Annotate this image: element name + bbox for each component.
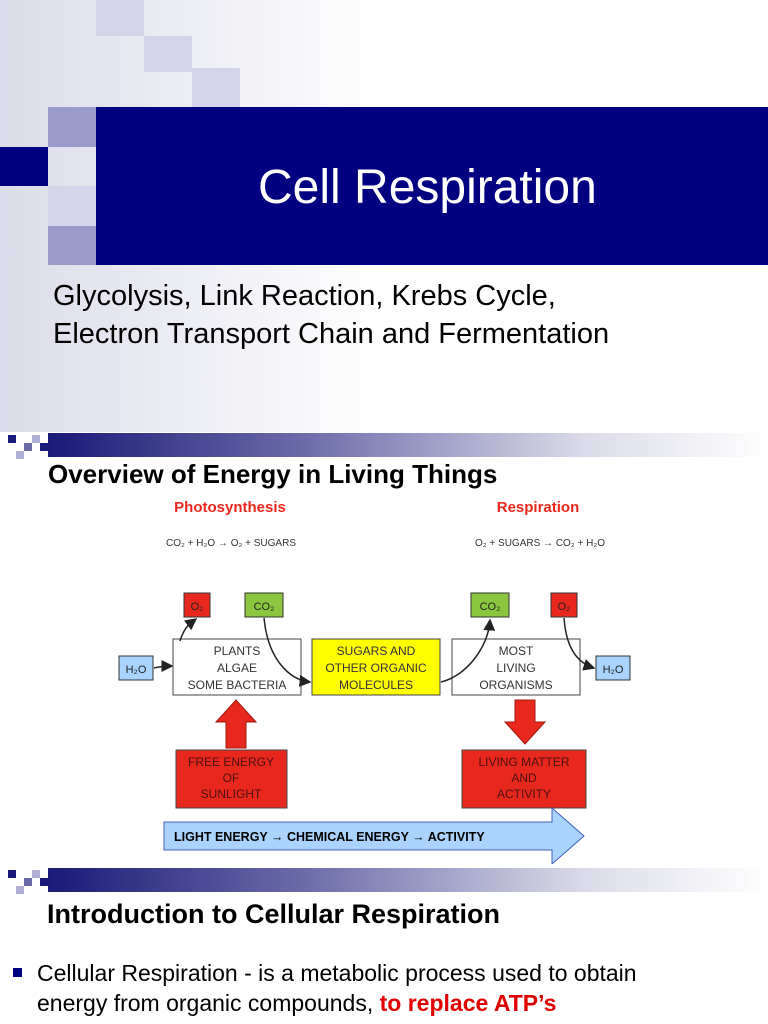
organisms-box-line-2: LIVING (496, 661, 535, 675)
h2o-label-left: H₂O (126, 664, 147, 676)
bullet-line-2-text: energy from organic compounds, (37, 990, 380, 1016)
sugars-box-line-3: MOLECULES (339, 678, 413, 692)
red-arrow-down (503, 699, 547, 745)
organisms-box-line-1: MOST (499, 644, 534, 658)
header-gradient-bar (48, 433, 768, 457)
header-gradient-bar (48, 868, 768, 892)
plants-box (172, 638, 302, 696)
co2-box-right (470, 592, 510, 618)
energy-flow-label: LIGHT ENERGY → CHEMICAL ENERGY → ACTIVIT… (174, 830, 485, 844)
decor-square (96, 0, 144, 36)
plants-box-line-1: PLANTS (214, 644, 261, 658)
sugars-box (311, 638, 441, 696)
decor-square (8, 870, 16, 878)
free-energy-line-1: FREE ENERGY (188, 755, 274, 769)
slide-title: Cell Respiration (258, 161, 597, 214)
intro-heading: Introduction to Cellular Respiration (47, 899, 501, 929)
sugars-box-line-2: OTHER ORGANIC (325, 661, 427, 675)
decor-square (16, 886, 24, 894)
bullet-line-1: Cellular Respiration - is a metabolic pr… (37, 960, 637, 986)
slide-header-strip (0, 868, 768, 894)
decor-square (32, 870, 40, 878)
free-energy-line-2: OF (223, 771, 240, 785)
respiration-label: Respiration (497, 499, 580, 516)
organisms-box (451, 638, 581, 696)
decor-square (144, 36, 192, 72)
decor-square (192, 68, 240, 107)
decor-square (40, 443, 48, 451)
decor-square (24, 878, 32, 886)
o2-label-left: O₂ (191, 601, 204, 613)
h2o-box-right (595, 655, 631, 681)
bullet-icon (13, 968, 22, 977)
plants-box-line-2: ALGAE (217, 661, 257, 675)
decor-square (8, 435, 16, 443)
o2-label-right: O₂ (558, 601, 571, 613)
bullet-line-2: energy from organic compounds, to replac… (37, 990, 556, 1017)
h2o-box-left (118, 655, 154, 681)
living-matter-line-2: AND (511, 771, 537, 785)
photosynthesis-equation: CO₂ + H₂O → O₂ + SUGARS (166, 538, 296, 549)
subtitle-line-1: Glycolysis, Link Reaction, Krebs Cycle, (53, 280, 556, 312)
living-matter-line-1: LIVING MATTER (478, 755, 569, 769)
decor-square (32, 435, 40, 443)
title-slide: Cell Respiration Glycolysis, Link Reacti… (0, 0, 768, 432)
decor-square (16, 451, 24, 459)
free-energy-line-3: SUNLIGHT (201, 787, 262, 801)
living-matter-box (461, 749, 587, 809)
slide-header-strip (0, 433, 768, 459)
decor-square (40, 878, 48, 886)
subtitle-line-2: Electron Transport Chain and Fermentatio… (53, 318, 610, 350)
living-matter-line-3: ACTIVITY (497, 787, 551, 801)
energy-overview-diagram: Photosynthesis Respiration CO₂ + H₂O → O… (118, 499, 631, 864)
co2-box-left (244, 592, 284, 618)
co2-label-right: CO₂ (480, 601, 501, 613)
bullet-highlight: to replace ATP’s (379, 990, 557, 1016)
respiration-equation: O₂ + SUGARS → CO₂ + H₂O (475, 538, 605, 549)
o2-box-left (183, 592, 211, 618)
decor-square (24, 443, 32, 451)
title-band (96, 107, 768, 265)
free-energy-box (175, 749, 288, 809)
plants-box-line-3: SOME BACTERIA (188, 678, 287, 692)
organisms-box-line-3: ORGANISMS (479, 678, 552, 692)
overview-heading: Overview of Energy in Living Things (48, 459, 498, 489)
sugars-box-line-1: SUGARS AND (337, 644, 416, 658)
decor-square (48, 107, 96, 147)
curve-arrow-plants-to-o2 (179, 618, 198, 642)
co2-label-left: CO₂ (254, 601, 275, 613)
curve-arrow-sugars-to-organisms (440, 618, 496, 683)
photosynthesis-label: Photosynthesis (174, 499, 286, 516)
curve-arrow-o2-to-h2o (563, 617, 596, 671)
title-band-stub (0, 147, 48, 186)
h2o-label-right: H₂O (603, 664, 624, 676)
red-arrow-up (214, 699, 258, 749)
energy-flow-arrow (163, 806, 585, 864)
curve-arrow-co2-to-sugars (263, 617, 312, 687)
o2-box-right (550, 592, 578, 618)
decor-square (48, 186, 96, 226)
decor-square (48, 226, 96, 265)
curve-arrow-h2o-to-plants (153, 660, 174, 673)
